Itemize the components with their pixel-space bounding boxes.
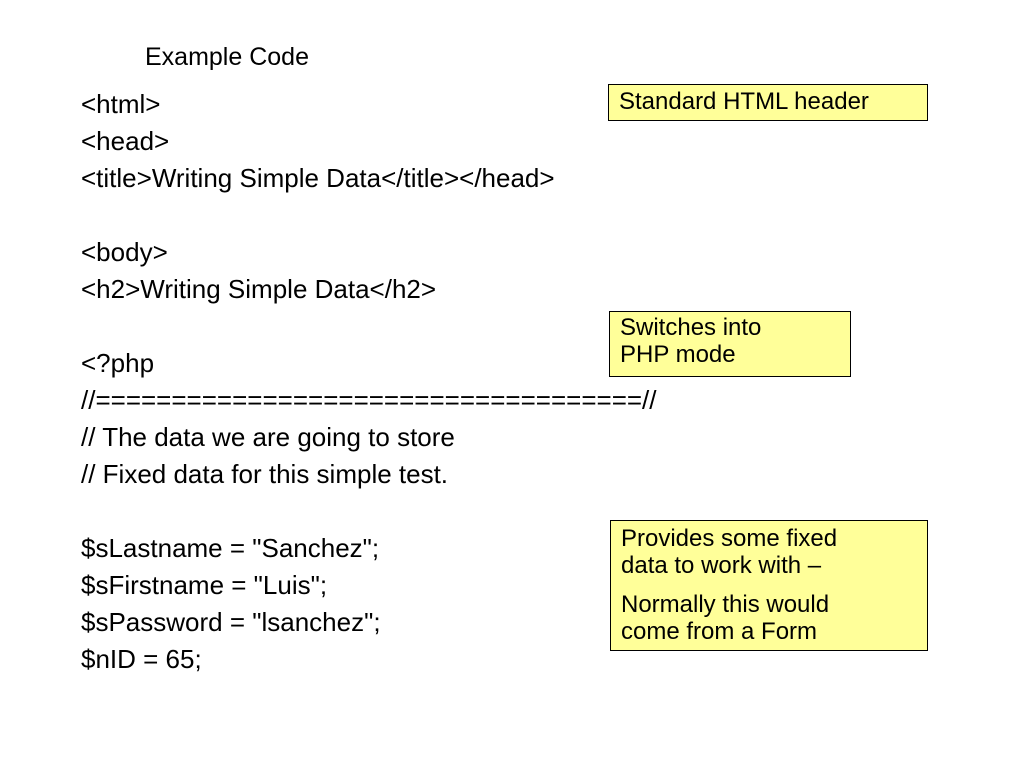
callout-paragraph: Provides some fixed data to work with – [621, 525, 917, 579]
code-line: // The data we are going to store [81, 422, 455, 452]
code-line: $sLastname = "Sanchez"; [81, 533, 380, 563]
code-line: //====================================// [81, 385, 657, 415]
callout-php-mode: Switches into PHP mode [609, 311, 851, 377]
callout-line: come from a Form [621, 618, 818, 645]
slide-title: Example Code [145, 43, 309, 71]
code-line: <head> [81, 126, 170, 156]
code-block: <html> <head> <title>Writing Simple Data… [81, 86, 657, 678]
callout-paragraph: Normally this would come from a Form [621, 591, 917, 645]
code-line: <?php [81, 348, 155, 378]
code-line: <body> [81, 237, 168, 267]
callout-line: Switches into [620, 314, 762, 341]
code-line: <h2>Writing Simple Data</h2> [81, 274, 437, 304]
callout-line: data to work with – [621, 552, 822, 579]
code-line [81, 493, 657, 530]
callout-text: Switches into PHP mode [620, 314, 840, 368]
callout-line: Provides some fixed [621, 525, 838, 552]
callout-html-header: Standard HTML header [608, 84, 928, 121]
code-line: // Fixed data for this simple test. [81, 459, 449, 489]
callout-line: PHP mode [620, 341, 736, 368]
callout-fixed-data: Provides some fixed data to work with – … [610, 520, 928, 651]
code-line: <html> [81, 89, 161, 119]
callout-line: Normally this would [621, 591, 830, 618]
callout-text: Standard HTML header [619, 88, 869, 115]
code-line: $sPassword = "lsanchez"; [81, 607, 381, 637]
code-line: $sFirstname = "Luis"; [81, 570, 328, 600]
code-line [81, 197, 657, 234]
code-line [81, 308, 657, 345]
code-line: <title>Writing Simple Data</title></head… [81, 163, 555, 193]
code-line: $nID = 65; [81, 644, 202, 674]
